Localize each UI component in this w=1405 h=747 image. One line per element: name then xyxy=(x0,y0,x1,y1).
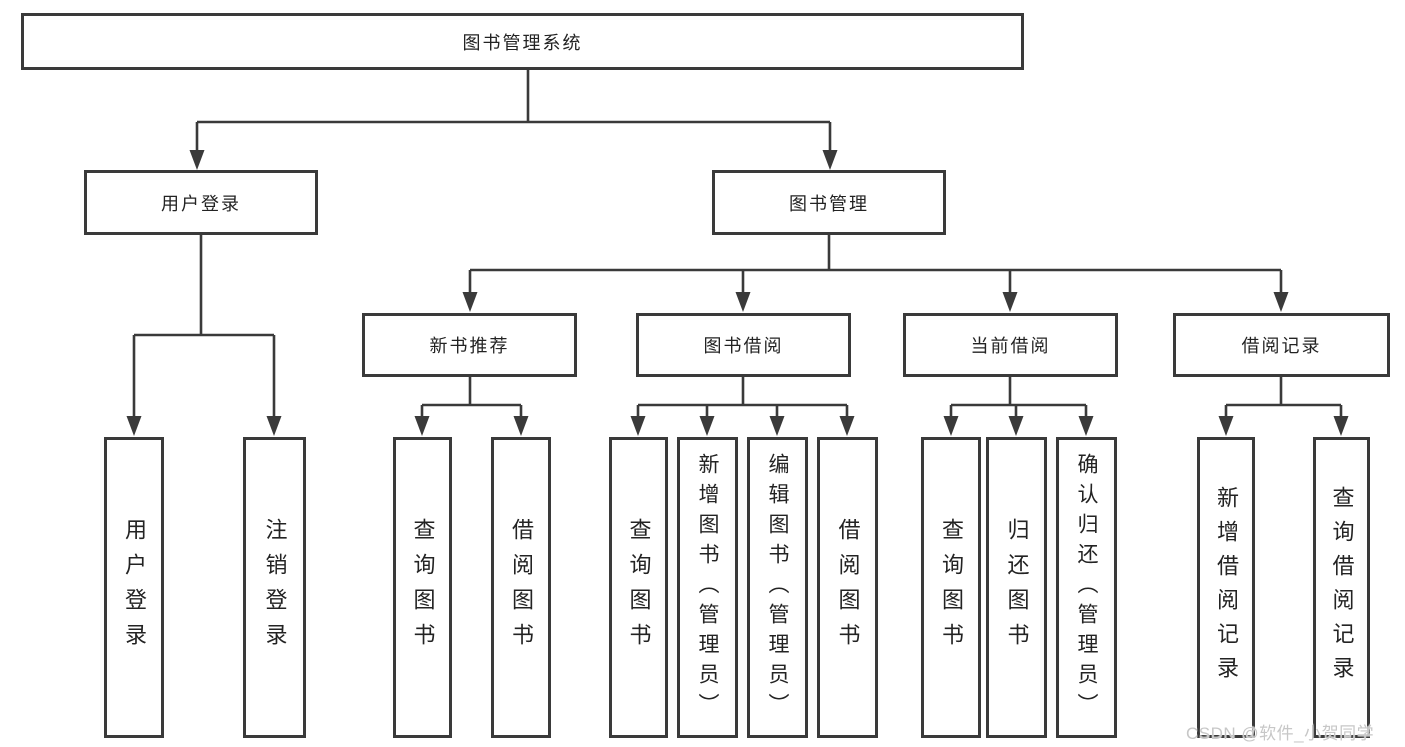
node-new-book-recommend: 新书推荐 xyxy=(362,313,577,377)
connector-login-to-leaves xyxy=(132,234,276,418)
arrowhead xyxy=(1333,416,1349,436)
leaf-return-book-label: 归还图书 xyxy=(1004,517,1030,658)
node-current-borrow-label: 当前借阅 xyxy=(970,336,1051,356)
connector-management-to-level3 xyxy=(468,234,1283,294)
node-user-login-label: 用户登录 xyxy=(161,193,241,214)
leaf-query-books-1-label: 查询图书 xyxy=(410,517,436,658)
arrowhead xyxy=(735,292,751,312)
node-current-borrow: 当前借阅 xyxy=(903,313,1118,377)
node-new-book-recommend-label: 新书推荐 xyxy=(429,336,510,356)
arrowhead xyxy=(1008,416,1024,436)
leaf-add-borrow-record-label: 新增借阅记录 xyxy=(1214,485,1239,690)
arrowhead xyxy=(822,150,838,170)
arrowhead xyxy=(1273,292,1289,312)
leaf-query-books-3-label: 查询图书 xyxy=(939,517,964,658)
leaf-confirm-return-admin: 确认归还（管理员） xyxy=(1056,437,1117,738)
node-user-login: 用户登录 xyxy=(84,170,318,235)
connector-current-to-leaves xyxy=(949,377,1088,420)
leaf-borrow-books-1-label: 借阅图书 xyxy=(509,517,534,658)
node-book-borrow-label: 图书借阅 xyxy=(703,336,784,356)
node-root-label: 图书管理系统 xyxy=(462,32,583,53)
leaf-return-book: 归还图书 xyxy=(986,437,1047,738)
node-borrow-records-label: 借阅记录 xyxy=(1241,336,1322,356)
connector-newbook-to-leaves xyxy=(420,377,523,420)
connector-borrow-to-leaves xyxy=(636,377,849,420)
arrowhead xyxy=(1078,416,1094,436)
node-book-management: 图书管理 xyxy=(712,170,946,235)
arrowhead xyxy=(699,416,715,436)
connector-records-to-leaves xyxy=(1224,377,1343,420)
leaf-query-books-3: 查询图书 xyxy=(921,437,981,738)
leaf-borrow-books-2: 借阅图书 xyxy=(817,437,878,738)
leaf-edit-book-admin-label: 编辑图书（管理员） xyxy=(766,452,789,723)
leaf-logout-label: 注销登录 xyxy=(262,517,288,658)
leaf-add-book-admin-label: 新增图书（管理员） xyxy=(696,452,719,723)
arrowhead xyxy=(1002,292,1018,312)
node-book-borrow: 图书借阅 xyxy=(636,313,851,377)
leaf-add-borrow-record: 新增借阅记录 xyxy=(1197,437,1255,738)
arrowhead xyxy=(189,150,205,170)
arrowhead xyxy=(462,292,478,312)
arrowhead xyxy=(943,416,959,436)
arrowhead xyxy=(266,416,282,436)
connector-root-to-level2 xyxy=(195,69,832,152)
leaf-user-login: 用户登录 xyxy=(104,437,164,738)
node-book-management-label: 图书管理 xyxy=(789,193,869,214)
leaf-query-books-2: 查询图书 xyxy=(609,437,668,738)
leaf-user-login-label: 用户登录 xyxy=(122,517,147,658)
leaf-query-books-1: 查询图书 xyxy=(393,437,452,738)
node-root: 图书管理系统 xyxy=(21,13,1024,70)
arrowhead xyxy=(769,416,785,436)
watermark: CSDN @软件_小贺同学 xyxy=(1186,724,1375,743)
leaf-query-borrow-record: 查询借阅记录 xyxy=(1313,437,1370,738)
arrowhead xyxy=(839,416,855,436)
leaf-confirm-return-admin-label: 确认归还（管理员） xyxy=(1075,452,1098,723)
arrowhead xyxy=(414,416,430,436)
arrowhead xyxy=(126,416,142,436)
leaf-borrow-books-1: 借阅图书 xyxy=(491,437,551,738)
leaf-logout: 注销登录 xyxy=(243,437,306,738)
leaf-borrow-books-2-label: 借阅图书 xyxy=(835,517,861,658)
arrowhead xyxy=(513,416,529,436)
leaf-edit-book-admin: 编辑图书（管理员） xyxy=(747,437,808,738)
node-borrow-records: 借阅记录 xyxy=(1173,313,1390,377)
leaf-query-borrow-record-label: 查询借阅记录 xyxy=(1329,485,1355,690)
leaf-add-book-admin: 新增图书（管理员） xyxy=(677,437,738,738)
leaf-query-books-2-label: 查询图书 xyxy=(626,517,652,658)
arrowhead xyxy=(1218,416,1234,436)
arrowhead xyxy=(630,416,646,436)
